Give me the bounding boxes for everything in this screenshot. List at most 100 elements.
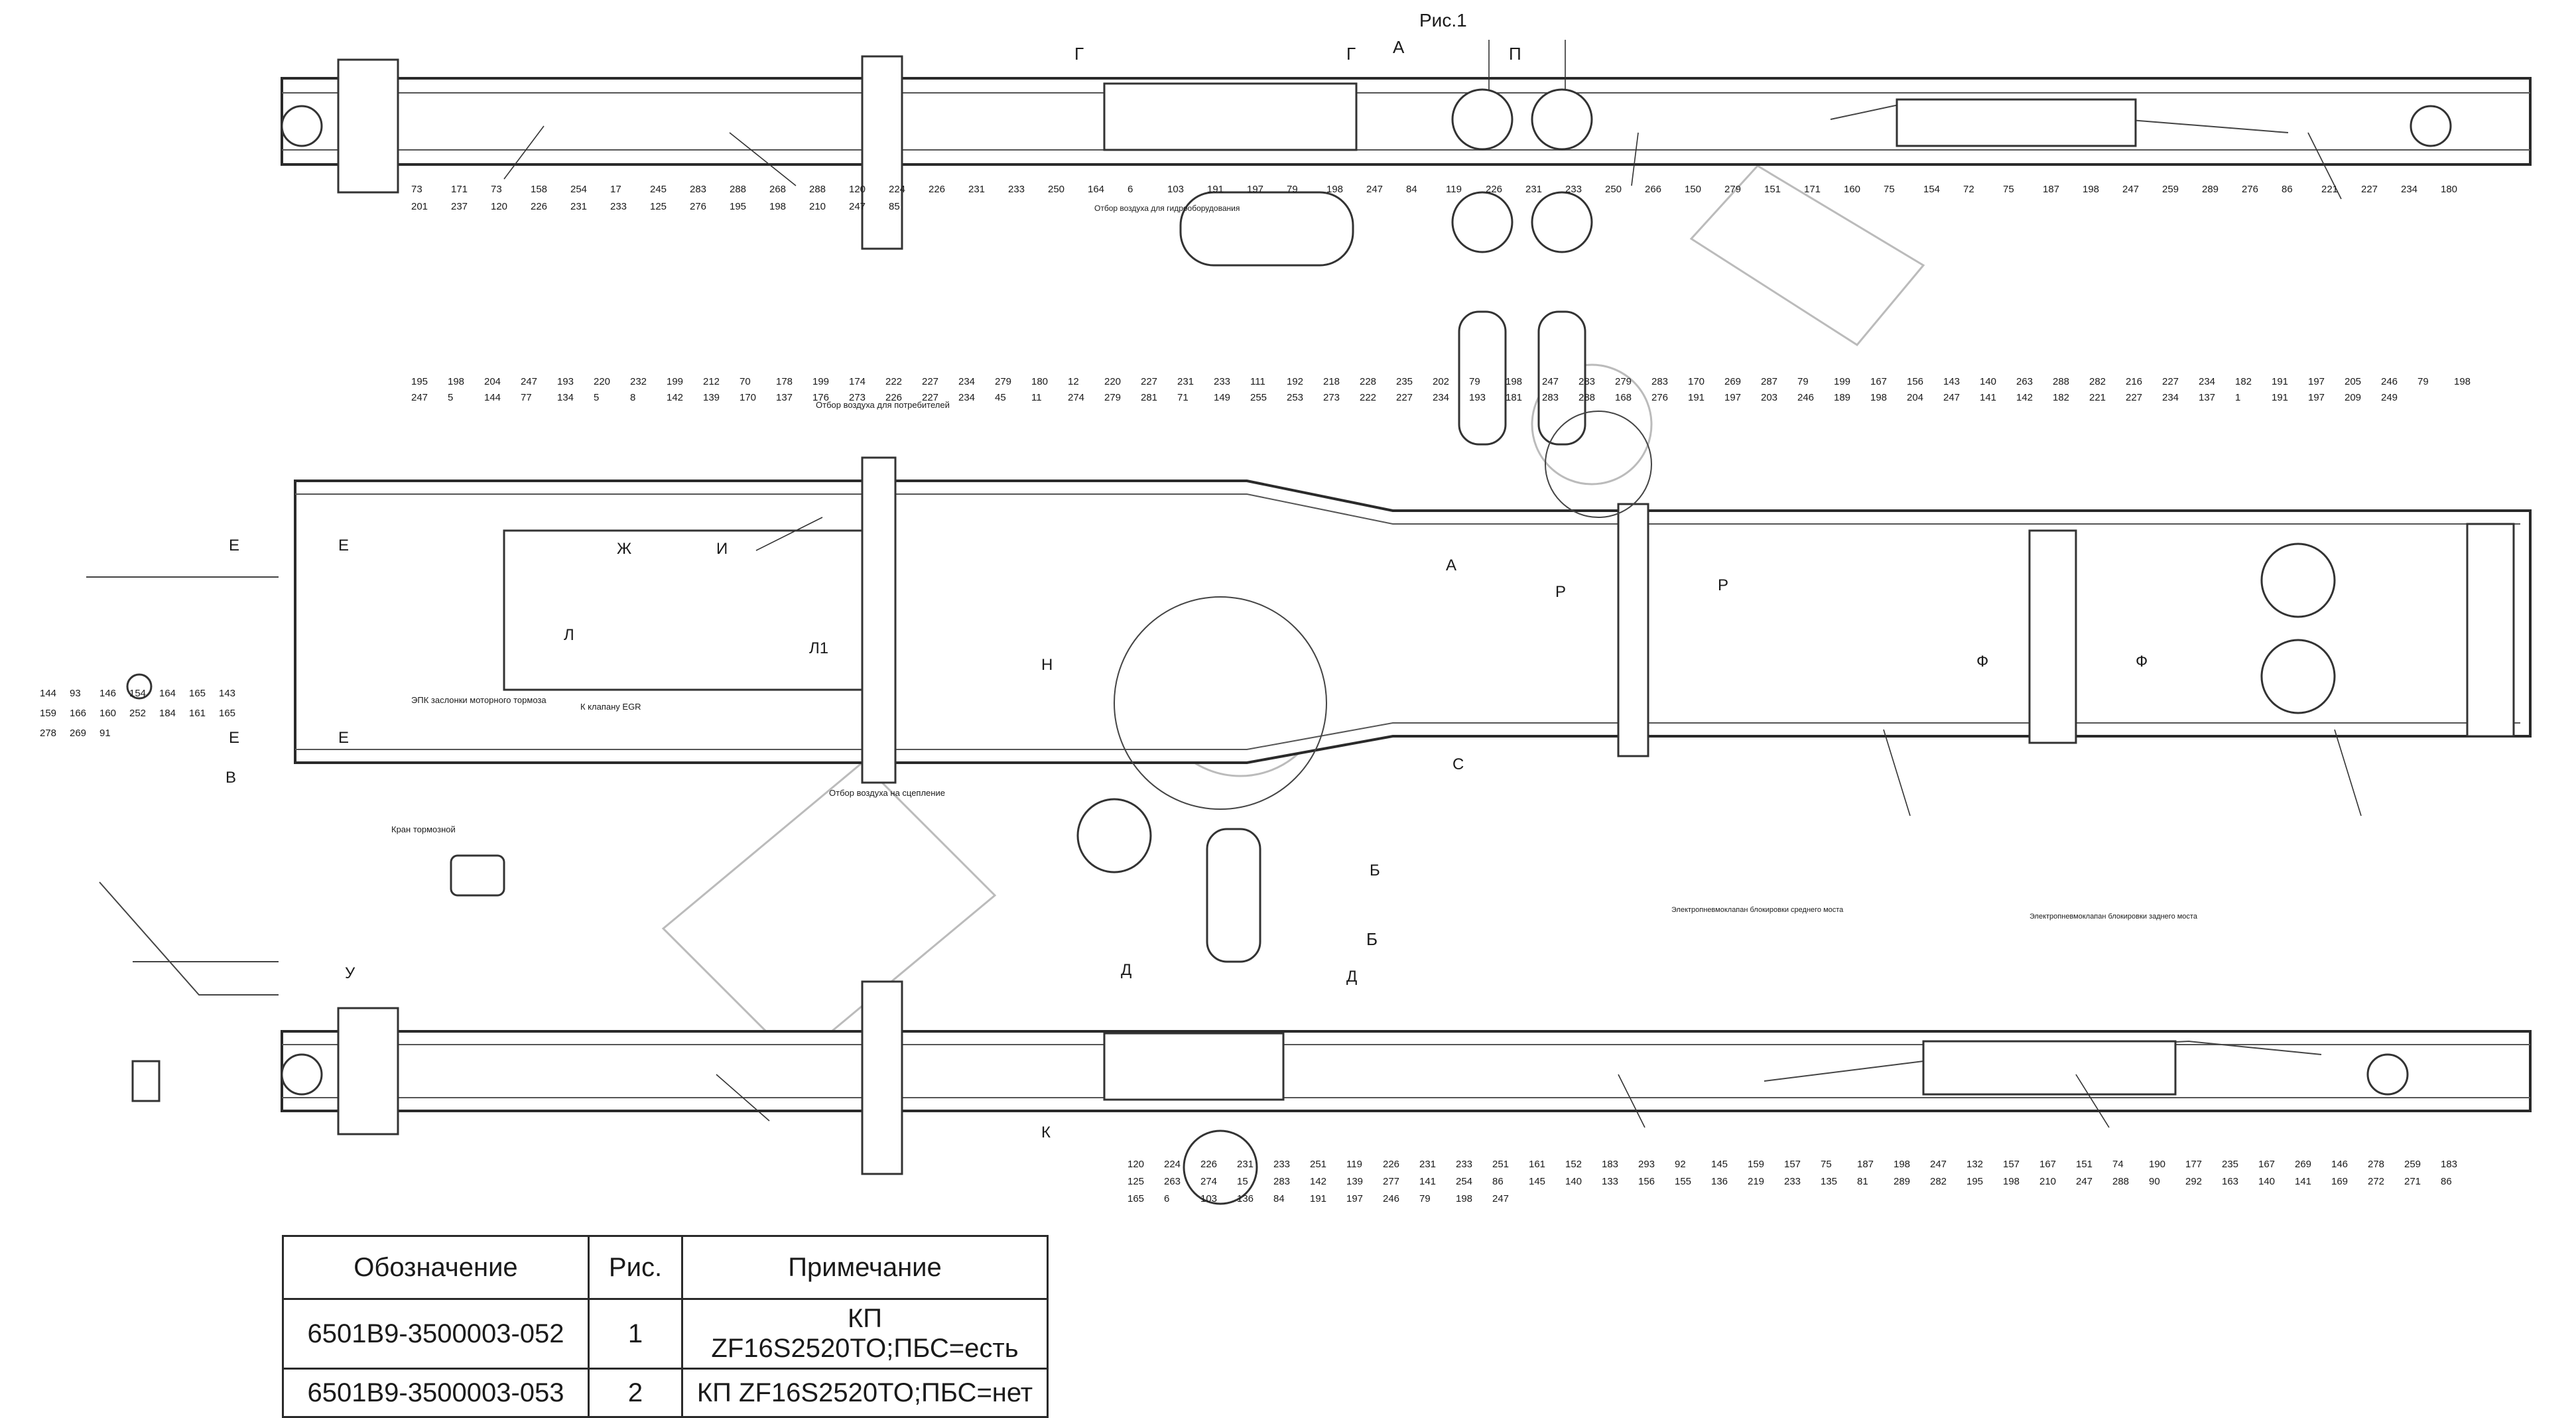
callout-number: 205 [2345, 376, 2361, 387]
callout-number: 143 [1943, 376, 1960, 387]
callout-number: 247 [2122, 184, 2139, 195]
callout-number: 75 [2003, 184, 2014, 195]
callout-number: 245 [650, 184, 667, 195]
callout-number: 235 [2222, 1159, 2238, 1170]
callout-number: 189 [1834, 392, 1850, 403]
callout-number: 233 [1456, 1159, 1472, 1170]
callout-number: 103 [1167, 184, 1184, 195]
callout-number: 161 [1529, 1159, 1545, 1170]
callout-number: 79 [1797, 376, 1809, 387]
view-label: У [345, 964, 355, 982]
callout-number: 220 [1104, 376, 1121, 387]
callout-number: 283 [1578, 376, 1595, 387]
callout-number: 156 [1638, 1176, 1655, 1187]
callout-number: 198 [2003, 1176, 2020, 1187]
callout-number: 268 [769, 184, 786, 195]
designation-table: Обозначение Рис. Примечание 6501В9-35000… [282, 1235, 1049, 1418]
callout-number: 198 [1870, 392, 1887, 403]
callout-number: 86 [1492, 1176, 1504, 1187]
callout-number: 70 [740, 376, 751, 387]
callout-number: 139 [1346, 1176, 1363, 1187]
callout-number: 251 [1492, 1159, 1509, 1170]
callout-number: 170 [740, 392, 756, 403]
callout-number: 79 [1469, 376, 1480, 387]
callout-number: 198 [1326, 184, 1343, 195]
view-label: Р [1555, 583, 1566, 601]
callout-number: 79 [1287, 184, 1298, 195]
callout-number: 133 [1602, 1176, 1618, 1187]
callout-number: 146 [2331, 1159, 2348, 1170]
callout-number: 269 [2295, 1159, 2311, 1170]
callout-number: 5 [594, 392, 599, 403]
callout-number: 12 [1068, 376, 1079, 387]
callout-number: 224 [889, 184, 905, 195]
callout-number: 150 [1685, 184, 1701, 195]
callout-number: 292 [2185, 1176, 2202, 1187]
callout-number: 247 [849, 201, 866, 212]
callout-number: 276 [690, 201, 706, 212]
view-label: П [1509, 44, 1521, 64]
callout-number: 143 [219, 688, 235, 699]
callout-number: 5 [448, 392, 453, 403]
callout-number: 84 [1273, 1193, 1285, 1204]
callout-number: 191 [2272, 392, 2288, 403]
view-label: Л1 [809, 639, 828, 657]
callout-number: 197 [1724, 392, 1741, 403]
callout-number: 283 [1651, 376, 1668, 387]
callout-number: 227 [922, 392, 938, 403]
callout-number: 15 [1237, 1176, 1248, 1187]
top-frame-rail [281, 55, 2532, 267]
callout-number: 73 [411, 184, 422, 195]
callout-number: 234 [2401, 184, 2417, 195]
callout-number: 221 [2089, 392, 2106, 403]
callout-number: 195 [1966, 1176, 1983, 1187]
callout-number: 167 [2039, 1159, 2056, 1170]
callout-number: 227 [922, 376, 938, 387]
callout-number: 6 [1164, 1193, 1169, 1204]
view-label: Е [229, 729, 239, 747]
callout-number: 212 [703, 376, 720, 387]
callout-number: 249 [2381, 392, 2398, 403]
callout-number: 144 [40, 688, 56, 699]
callout-number: 168 [1615, 392, 1632, 403]
callout-number: 234 [2162, 392, 2179, 403]
callout-number: 184 [159, 708, 176, 719]
callout-number: 251 [1310, 1159, 1326, 1170]
callout-number: 231 [1177, 376, 1194, 387]
annotation-epk: ЭПК заслонки моторного тормоза [411, 695, 547, 705]
callout-number: 141 [1419, 1176, 1436, 1187]
callout-number: 198 [448, 376, 464, 387]
callout-number: 237 [451, 201, 468, 212]
callout-number: 166 [70, 708, 86, 719]
view-label: А [1393, 37, 1405, 57]
callout-number: 273 [849, 392, 866, 403]
callout-number: 209 [2345, 392, 2361, 403]
callout-number: 201 [411, 201, 428, 212]
view-label: А [1446, 556, 1456, 574]
callout-number: 92 [1675, 1159, 1686, 1170]
callout-number: 74 [2112, 1159, 2124, 1170]
callout-number: 157 [2003, 1159, 2020, 1170]
annotation-air-takeoff-clutch: Отбор воздуха на сцепление [829, 788, 945, 798]
callout-number: 159 [40, 708, 56, 719]
callout-number: 255 [1250, 392, 1267, 403]
callout-number: 71 [1177, 392, 1189, 403]
callout-number: 233 [1214, 376, 1230, 387]
callout-number: 193 [1469, 392, 1486, 403]
view-label: Б [1366, 929, 1378, 949]
callout-number: 259 [2162, 184, 2179, 195]
callout-number: 246 [1797, 392, 1814, 403]
callout-number: 187 [1857, 1159, 1874, 1170]
callout-number: 210 [2039, 1176, 2056, 1187]
callout-number: 192 [1287, 376, 1303, 387]
table-cell: 1 [588, 1298, 683, 1370]
callout-number: 144 [484, 392, 501, 403]
callout-number: 165 [219, 708, 235, 719]
callout-number: 269 [70, 728, 86, 739]
annotation-egr: К клапану EGR [580, 702, 641, 712]
view-label: Д [1346, 968, 1357, 986]
callout-number: 137 [776, 392, 793, 403]
view-label: К [1041, 1124, 1051, 1141]
